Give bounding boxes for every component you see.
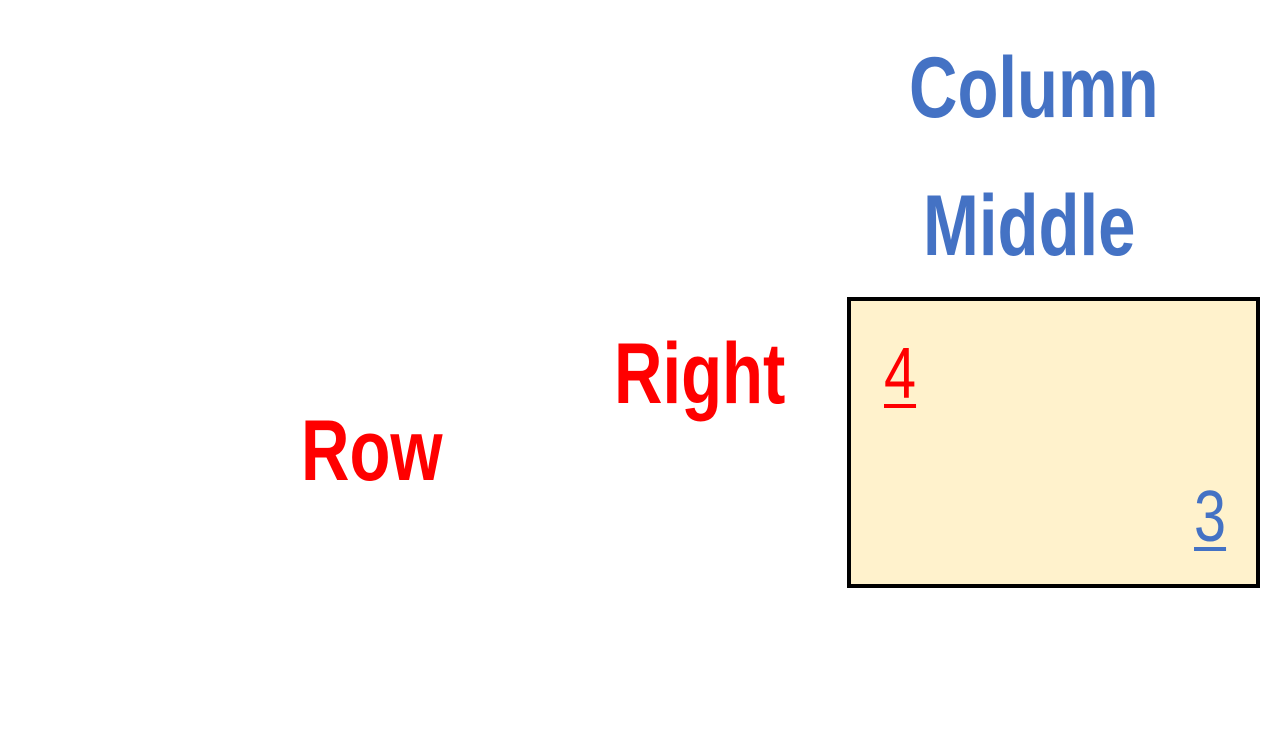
cell-box: 4 3	[847, 297, 1260, 588]
cell-column-number: 3	[1193, 477, 1226, 557]
cell-row-number: 4	[884, 334, 917, 414]
row-label: Row	[301, 403, 443, 499]
column-label: Column	[909, 40, 1159, 136]
column-value: Middle	[923, 178, 1136, 274]
row-value: Right	[614, 326, 786, 422]
